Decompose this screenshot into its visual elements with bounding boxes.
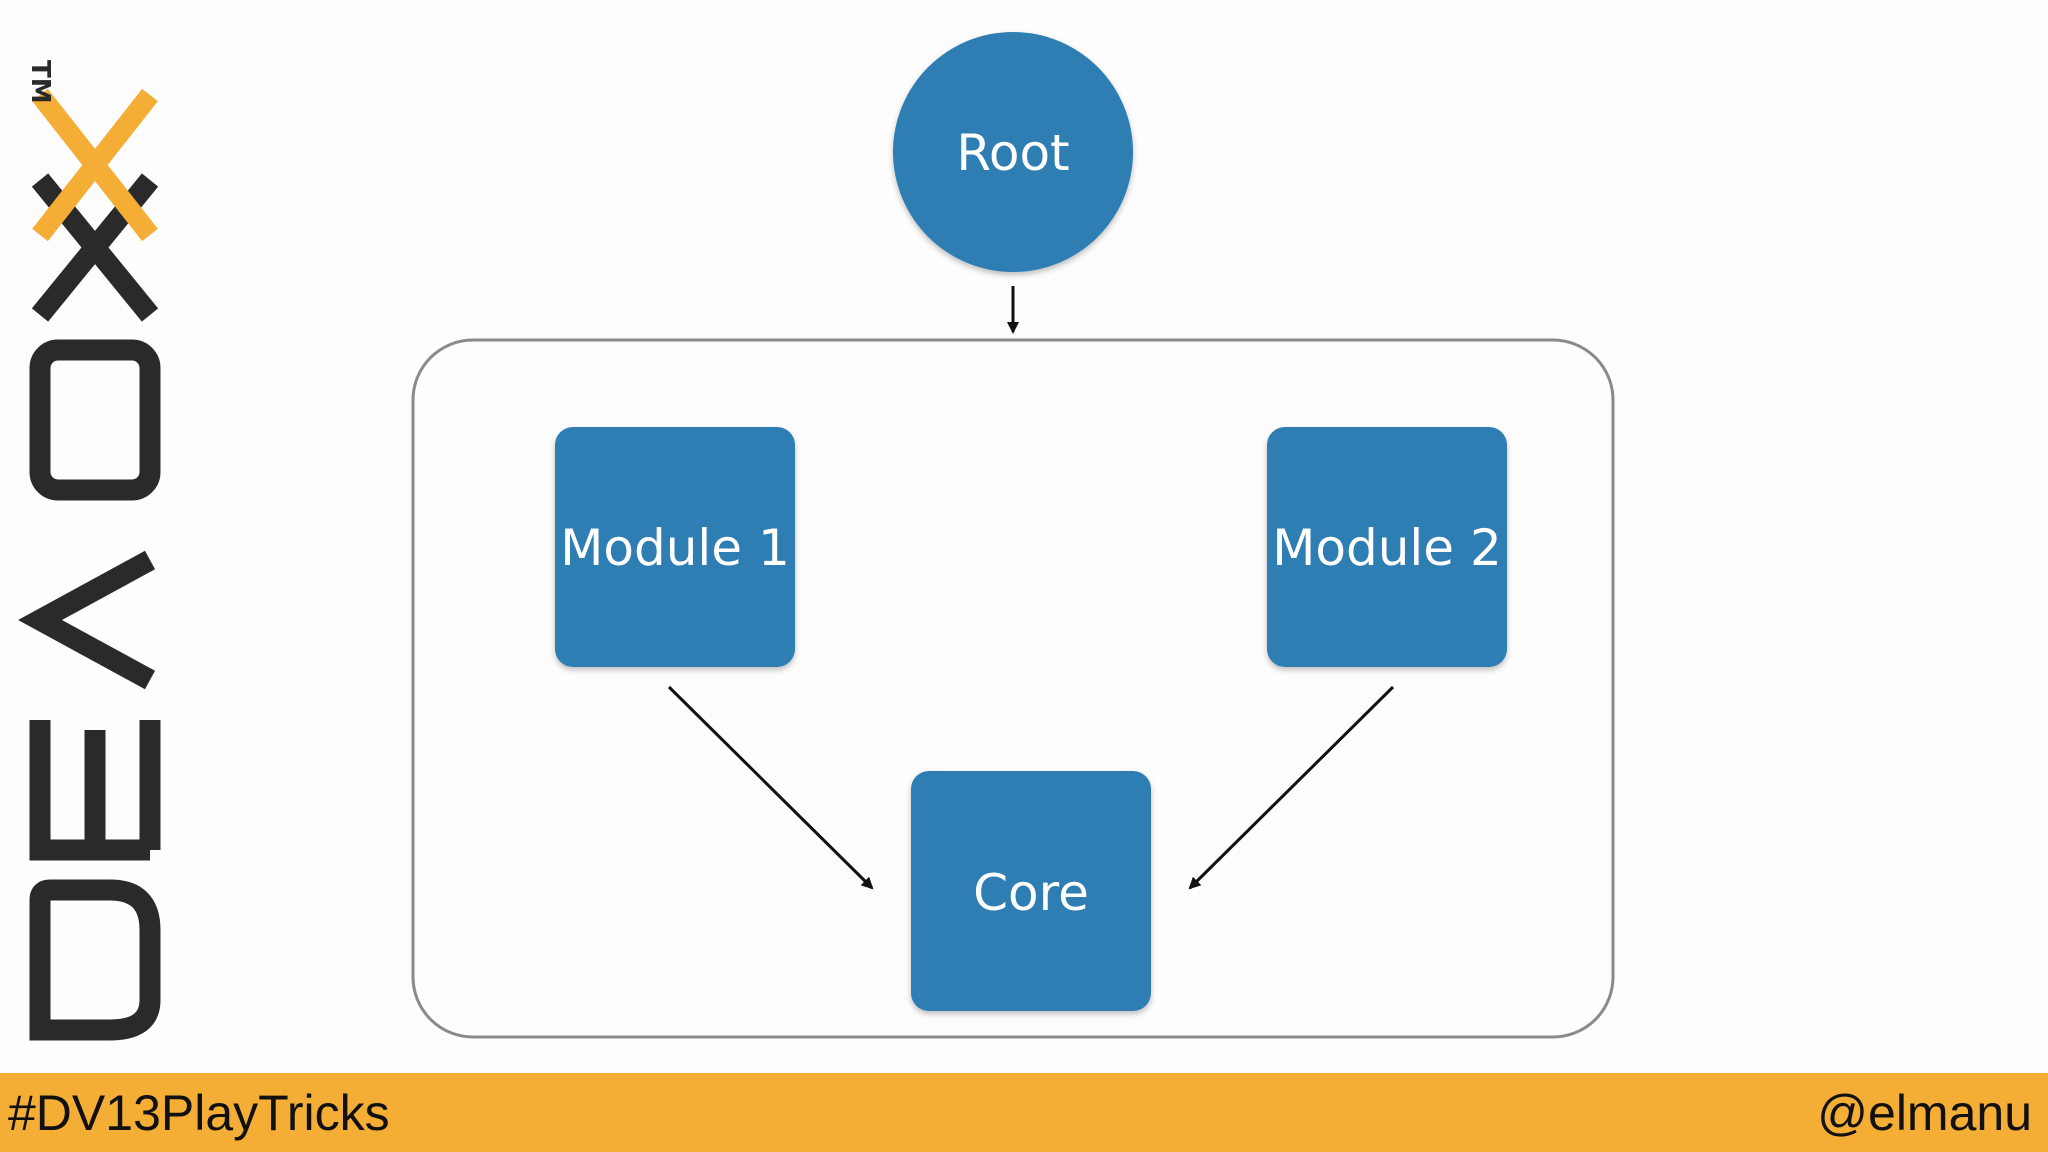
footer-bar: #DV13PlayTricks @elmanu xyxy=(0,1073,2048,1152)
architecture-diagram: Root Module 1 Module 2 Core xyxy=(411,32,1615,1039)
devoxx-logo: TM xyxy=(18,60,161,1041)
node-module-2-label: Module 2 xyxy=(1272,519,1502,577)
logo-letter-d xyxy=(29,879,161,1041)
node-module-2: Module 2 xyxy=(1267,427,1507,667)
logo-letter-e xyxy=(29,720,161,861)
arrow-module-2-to-core xyxy=(1188,685,1395,890)
logo-letter-x-accent xyxy=(32,88,158,242)
node-core-label: Core xyxy=(973,864,1089,922)
node-root-label: Root xyxy=(956,124,1069,182)
logo-trademark: TM xyxy=(25,60,55,104)
node-module-1: Module 1 xyxy=(555,427,795,667)
logo-letter-v xyxy=(18,550,156,690)
node-root: Root xyxy=(893,32,1133,272)
footer-hashtag: #DV13PlayTricks xyxy=(8,1085,390,1141)
node-module-1-label: Module 1 xyxy=(560,519,790,577)
footer-twitter-handle: @elmanu xyxy=(1817,1085,2032,1141)
node-core: Core xyxy=(911,771,1151,1011)
logo-letter-o xyxy=(29,339,161,501)
modules-container xyxy=(411,338,1615,1039)
arrow-module-1-to-core xyxy=(667,685,874,890)
